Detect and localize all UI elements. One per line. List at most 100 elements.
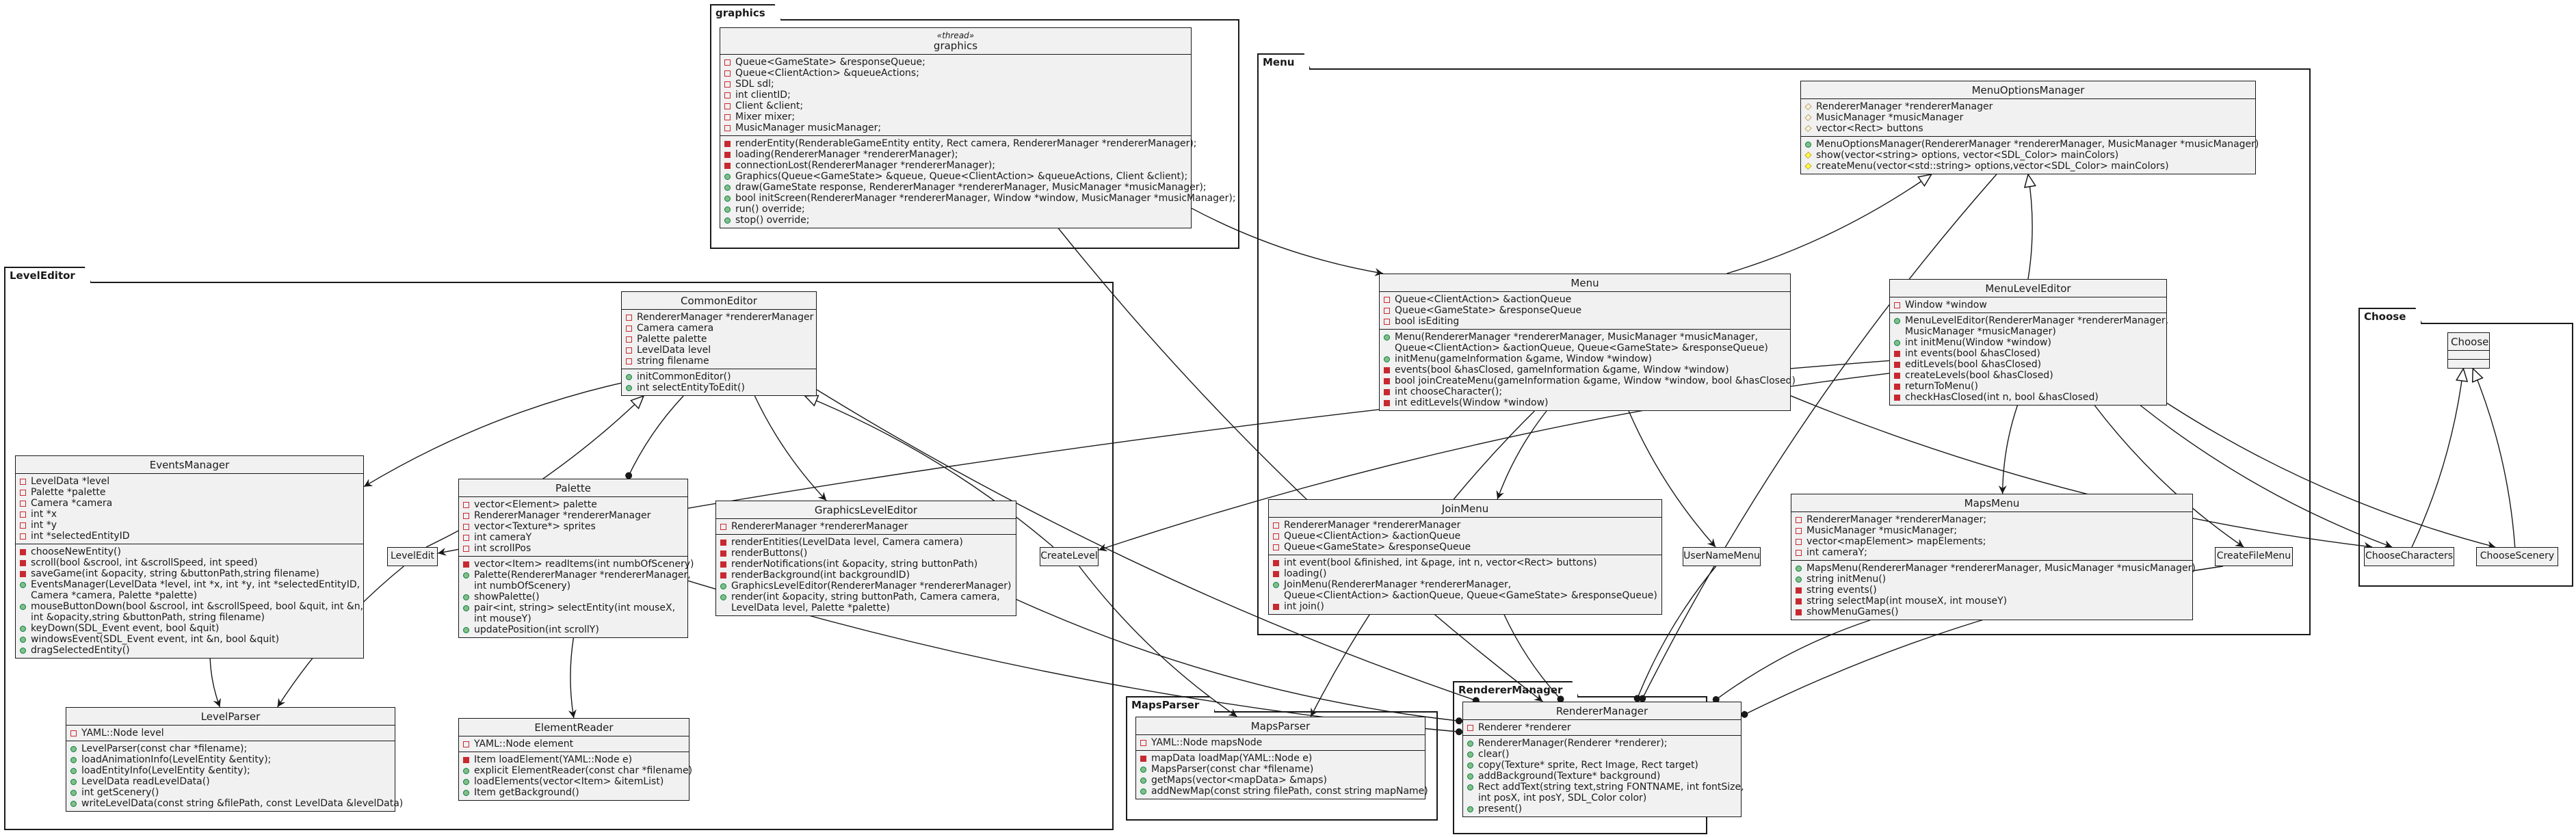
attribute-text: Queue<GameState> &responseQueue xyxy=(1395,305,1582,316)
public-visibility-icon xyxy=(1467,806,1473,812)
public-visibility-icon xyxy=(1140,788,1146,795)
class-level-edit[interactable]: LevelEdit xyxy=(387,547,438,566)
private-visibility-icon xyxy=(626,336,632,343)
method-row: checkHasClosed(int n, bool &hasClosed) xyxy=(1894,392,2162,403)
public-visibility-icon xyxy=(1140,778,1146,784)
public-visibility-icon xyxy=(1273,582,1279,588)
package-maps-parser-label: MapsParser xyxy=(1126,696,1215,713)
public-visibility-icon xyxy=(20,637,26,643)
method-row: explicit ElementReader(const char *filen… xyxy=(463,765,692,776)
attribute-text: LevelData level xyxy=(637,345,711,356)
public-visibility-icon xyxy=(463,790,469,796)
attribute-text: RendererManager *rendererManager xyxy=(474,510,651,521)
method-text: initCommonEditor() xyxy=(637,371,731,382)
method-text: render(int &opacity, string buttonPath, … xyxy=(731,592,1000,613)
private-visibility-icon xyxy=(1384,400,1390,406)
method-text: LevelData readLevelData() xyxy=(81,776,210,787)
method-row: int join() xyxy=(1273,601,1657,612)
package-choose-label: Choose xyxy=(2358,308,2422,324)
method-row: show(vector<string> options, vector<SDL_… xyxy=(1804,150,2251,161)
method-row: Palette(RendererManager *rendererManager… xyxy=(463,570,691,592)
method-row: LevelData readLevelData() xyxy=(70,776,391,787)
method-row: present() xyxy=(1467,803,1737,814)
attribute-row: MusicManager *musicManager; xyxy=(1796,525,2188,536)
method-text: int initMenu(Window *window) xyxy=(1905,337,2051,348)
class-header: MapsParser xyxy=(1136,717,1425,735)
class-choose-scenery[interactable]: ChooseScenery xyxy=(2476,547,2558,566)
public-visibility-icon xyxy=(1796,566,1802,572)
public-visibility-icon xyxy=(724,196,731,202)
private-visibility-icon xyxy=(724,92,731,98)
attribute-text: MusicManager *musicManager xyxy=(1816,112,1964,123)
composition-edge-common_editor-to-renderer_manager xyxy=(816,389,1480,704)
public-visibility-icon xyxy=(20,582,26,588)
attribute-text: Mixer mixer; xyxy=(735,111,796,122)
method-row: chooseNewEntity() xyxy=(20,546,359,557)
private-visibility-icon xyxy=(1384,308,1390,314)
attribute-row: RendererManager *rendererManager xyxy=(1804,101,2251,112)
composition-edge-join_menu-to-renderer_manager xyxy=(1503,614,1564,703)
method-row: MapsParser(const char *filename) xyxy=(1140,764,1421,775)
attribute-text: int *y xyxy=(31,520,57,531)
protected-visibility-icon xyxy=(1804,114,1812,122)
class-user-name-menu[interactable]: UserNameMenu xyxy=(1683,547,1761,566)
class-choose[interactable]: Choose xyxy=(2447,332,2490,369)
attribute-text: Renderer *renderer xyxy=(1478,722,1571,733)
association-edge-menu-to-user_name_menu xyxy=(1628,410,1716,548)
public-visibility-icon xyxy=(70,790,77,796)
attribute-text: LevelData *level xyxy=(31,476,110,487)
method-text: createMenu(vector<std::string> options,v… xyxy=(1816,161,2169,172)
private-visibility-icon xyxy=(463,561,469,568)
method-text: int getScenery() xyxy=(81,787,159,798)
class-header: Menu xyxy=(1380,274,1790,292)
method-row: createLevels(bool &hasClosed) xyxy=(1894,370,2162,381)
method-row: draw(GameState response, RendererManager… xyxy=(724,182,1207,193)
method-row: renderButtons() xyxy=(720,548,1012,559)
method-row: updatePosition(int scrollY) xyxy=(463,624,683,635)
method-text: initMenu(gameInformation &game, Window *… xyxy=(1395,354,1653,364)
class-create-level[interactable]: CreateLevel xyxy=(1040,547,1099,566)
protected-visibility-icon xyxy=(1804,103,1812,111)
private-visibility-icon xyxy=(463,546,469,552)
class-header: «thread»graphics xyxy=(720,28,1191,55)
attribute-row: int clientID; xyxy=(724,90,1187,101)
method-row: Rect addText(string text,string FONTNAME… xyxy=(1467,782,1744,803)
method-row: int editLevels(Window *window) xyxy=(1384,397,1786,408)
private-visibility-icon xyxy=(724,81,731,88)
method-text: windowsEvent(SDL_Event event, int &n, bo… xyxy=(31,634,280,645)
class-choose-characters[interactable]: ChooseCharacters xyxy=(2364,547,2454,566)
private-visibility-icon xyxy=(463,524,469,530)
method-row: Item loadElement(YAML::Node e) xyxy=(463,754,685,765)
public-visibility-icon xyxy=(70,768,77,774)
method-text: editLevels(bool &hasClosed) xyxy=(1905,359,2042,370)
method-row: windowsEvent(SDL_Event event, int &n, bo… xyxy=(20,634,359,645)
association-edge-menu_level_editor-to-create_file_menu xyxy=(2094,405,2244,548)
attribute-row: Queue<GameState> &responseQueue xyxy=(1273,542,1657,553)
class-create-file-menu[interactable]: CreateFileMenu xyxy=(2215,547,2293,566)
attribute-text: SDL sdl; xyxy=(735,79,774,90)
public-visibility-icon xyxy=(1796,576,1802,583)
private-visibility-icon xyxy=(1796,539,1802,545)
private-visibility-icon xyxy=(463,535,469,541)
private-visibility-icon xyxy=(724,70,731,77)
method-text: string events() xyxy=(1806,585,1877,596)
protected-visibility-icon xyxy=(1804,162,1812,170)
attribute-text: RendererManager *rendererManager; xyxy=(1806,514,1987,525)
attribute-text: vector<Texture*> sprites xyxy=(474,521,596,532)
association-edge-common_editor-to-graphics_level_editor xyxy=(754,395,827,501)
